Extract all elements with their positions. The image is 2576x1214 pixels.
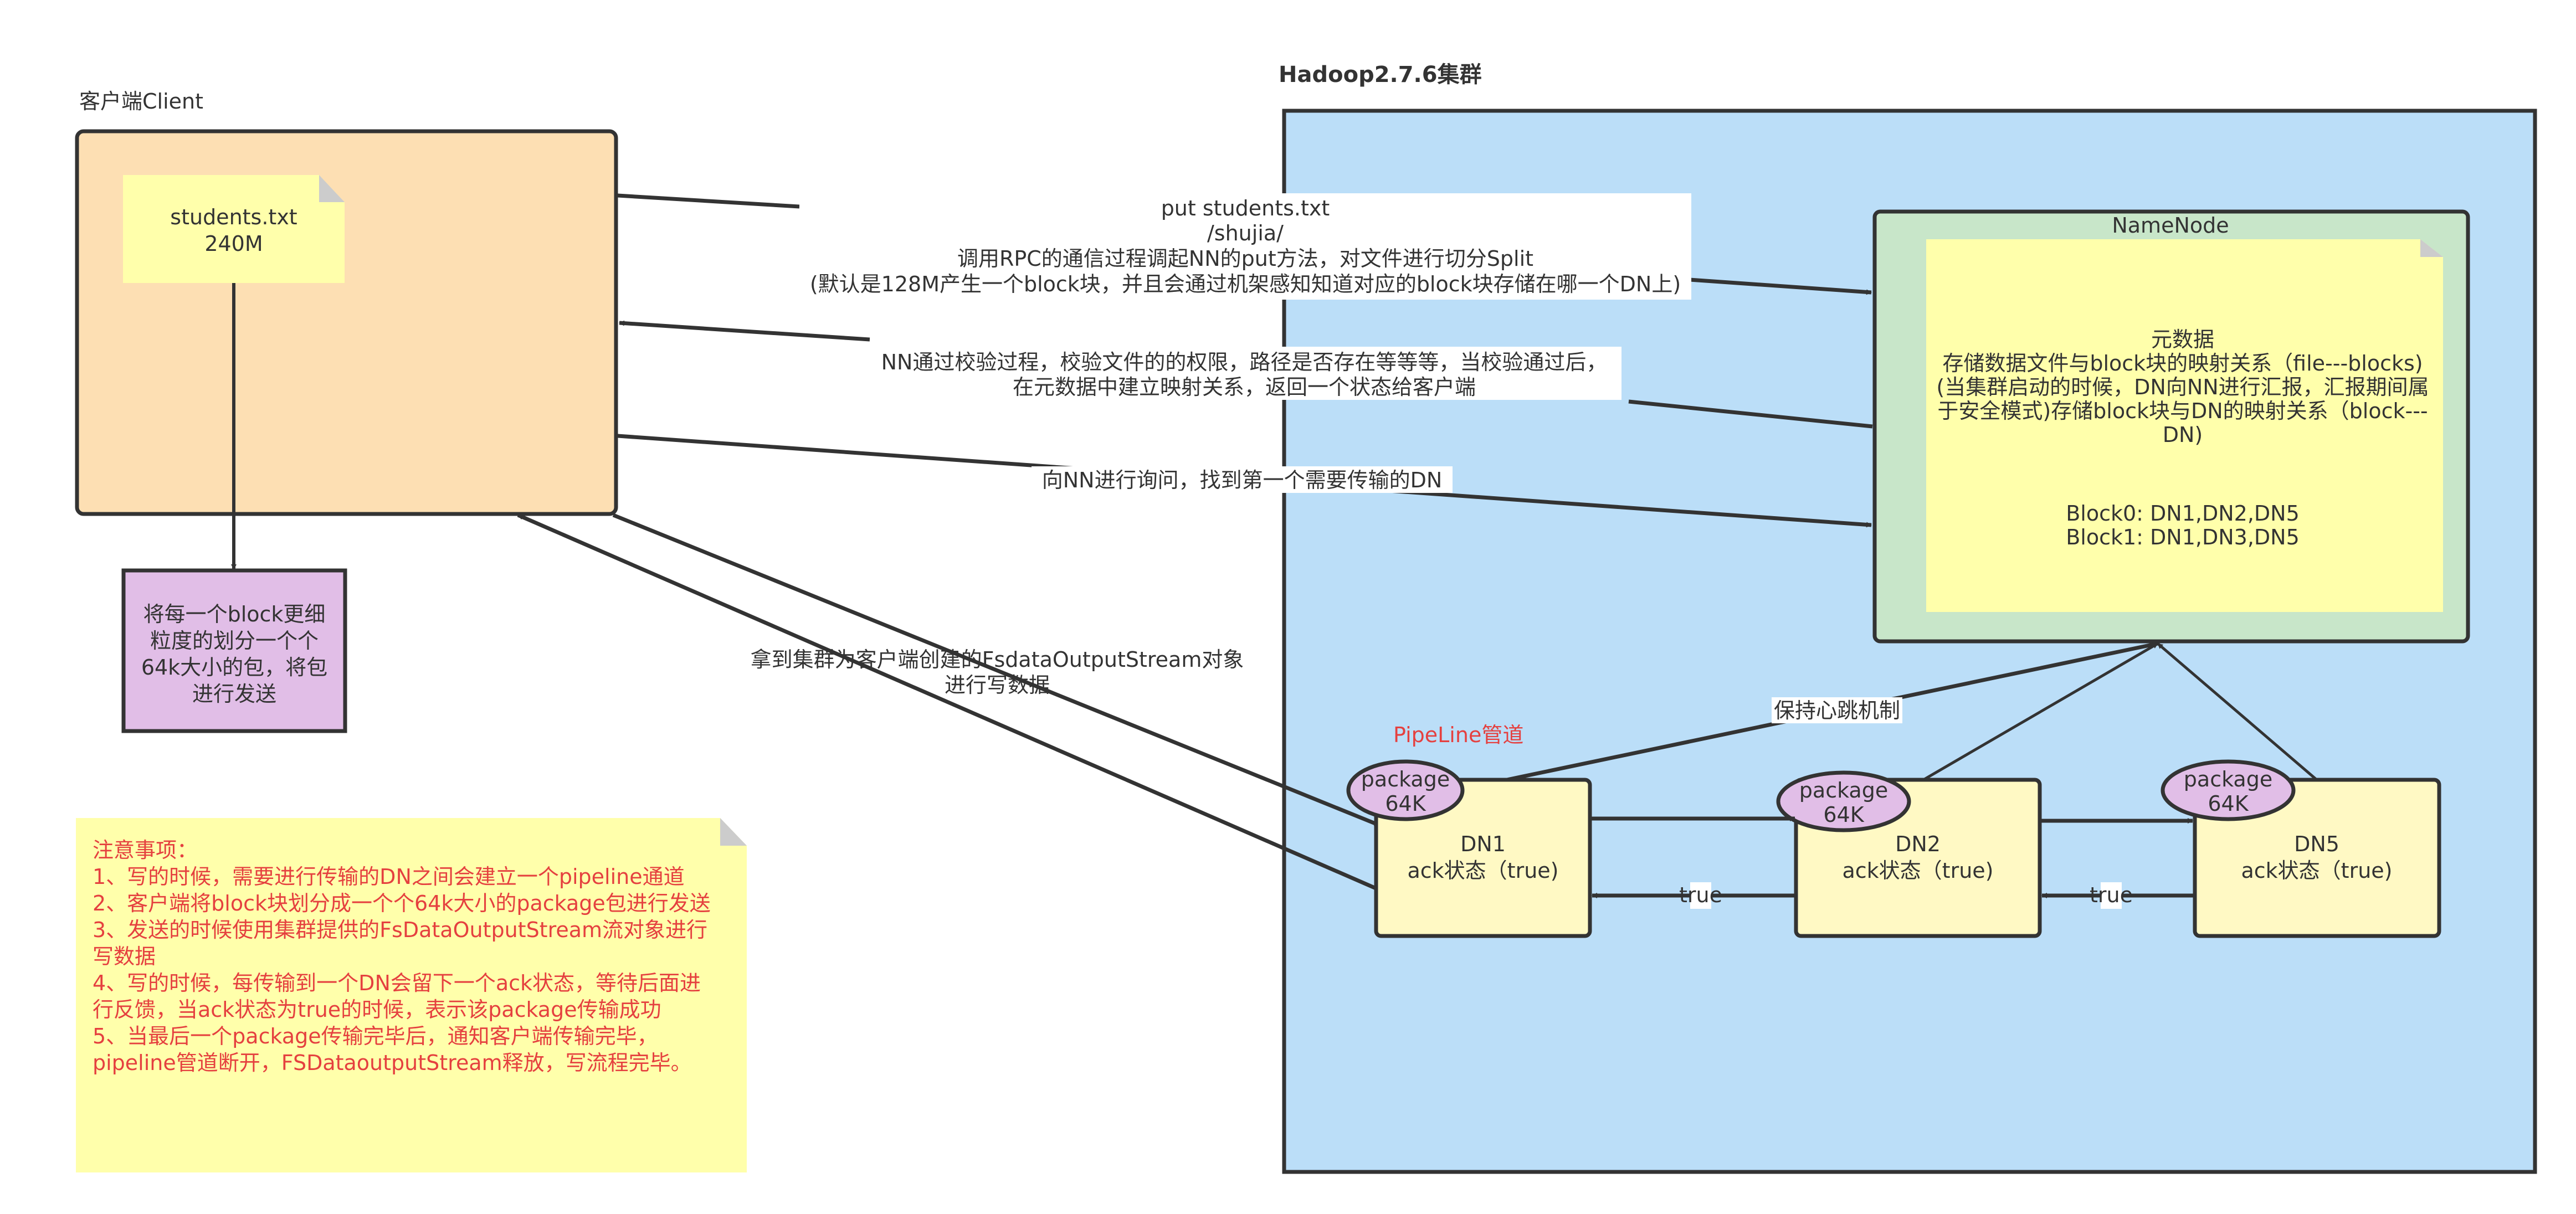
ack-label: true — [2090, 883, 2133, 907]
ask-first-dn-label-bg — [1032, 466, 1453, 493]
put-request-label: /shujia/ — [1207, 221, 1284, 245]
datanode-ack-status: ack状态（true) — [1843, 858, 1994, 883]
put-request-label: (默认是128M产生一个block块，并且会通过机架感知知道对应的block块存… — [810, 272, 1681, 296]
metadata-line: 元数据 — [2151, 327, 2214, 352]
file-note[interactable]: students.txt 240M — [123, 175, 345, 283]
package-dn5: package 64K — [2161, 759, 2296, 821]
package-split-line: 将每一个block更细 — [143, 602, 326, 626]
metadata-line: 于安全模式)存储block块与DN的映射关系（block--- — [1937, 399, 2428, 423]
validation-response-arrow-head — [619, 320, 870, 342]
package-size: 64K — [1823, 803, 1864, 827]
package-label: package — [1361, 767, 1450, 791]
notes-line: 3、发送的时候使用集群提供的FsDataOutputStream流对象进行 — [93, 918, 707, 942]
notes-line: 5、当最后一个package传输完毕后，通知客户端传输完毕， — [93, 1024, 658, 1048]
metadata-line: (当集群启动的时候，DN向NN进行汇报，汇报期间属 — [1936, 375, 2429, 399]
notes-line: 行反馈，当ack状态为true的时候，表示该package传输成功 — [93, 997, 661, 1022]
namenode-title: NameNode — [2112, 213, 2229, 238]
metadata-note-fold — [2420, 239, 2443, 257]
datanode-dn5[interactable]: DN5 ack状态（true) — [2193, 778, 2441, 938]
notes-fold — [720, 818, 747, 846]
stream-label: 拿到集群为客户端创建的FsdataOutputStream对象 — [751, 647, 1244, 672]
file-size: 240M — [204, 232, 263, 256]
metadata-line: DN) — [2163, 423, 2203, 447]
package-size: 64K — [1385, 791, 1426, 816]
package-size: 64K — [2208, 791, 2249, 816]
validation-label-bg — [867, 347, 1621, 400]
ack-label-bg — [1690, 882, 1711, 909]
heartbeat-arrow-dn5 — [2157, 642, 2318, 781]
heartbeat-label: 保持心跳机制 — [1774, 698, 1900, 723]
package-split-line: 64k大小的包，将包 — [141, 655, 327, 680]
ack-label-bg — [2101, 882, 2122, 909]
package-split-box[interactable]: 将每一个block更细 粒度的划分一个个 64k大小的包，将包 进行发送 — [121, 568, 347, 733]
metadata-line: 存储数据文件与block块的映射关系（file---blocks) — [1942, 351, 2423, 375]
validation-label: NN通过校验过程，校验文件的的权限，路径是否存在等等等，当校验通过后， — [881, 350, 1608, 374]
put-request-label: put students.txt — [1161, 196, 1330, 220]
package-dn2: package 64K — [1776, 770, 1911, 832]
metadata-note — [1926, 239, 2443, 612]
package-label: package — [2184, 767, 2272, 791]
put-request-label: 调用RPC的通信过程调起NN的put方法，对文件进行切分Split — [957, 246, 1533, 271]
put-request-arrow — [617, 193, 800, 209]
stream-label: 进行写数据 — [945, 673, 1050, 697]
put-request-label-bg — [799, 193, 1691, 300]
datanode-name: DN5 — [2294, 832, 2339, 856]
block-mapping-line: Block0: DN1,DN2,DN5 — [2066, 501, 2300, 526]
file-name: students.txt — [170, 205, 297, 229]
package-dn1: package 64K — [1346, 759, 1465, 821]
notes-box: 注意事项： 1、写的时候，需要进行传输的DN之间会建立一个pipeline通道 … — [76, 818, 747, 1172]
package-label: package — [1799, 778, 1888, 803]
notes-line: 4、写的时候，每传输到一个DN会留下一个ack状态，等待后面进 — [93, 971, 701, 995]
package-split-line: 粒度的划分一个个 — [150, 629, 319, 653]
datanode-dn1[interactable]: DN1 ack状态（true) — [1374, 778, 1592, 938]
notes-line: 注意事项： — [93, 838, 198, 862]
ack-label: true — [1679, 883, 1722, 907]
pipeline-label: PipeLine管道 — [1393, 723, 1523, 747]
client-section-label: 客户端Client — [79, 89, 203, 114]
notes-line: 写数据 — [93, 944, 156, 969]
datanode-ack-status: ack状态（true) — [2241, 858, 2393, 883]
namenode-box[interactable]: NameNode 元数据 存储数据文件与block块的映射关系（file---b… — [1872, 209, 2470, 644]
datanode-name: DN2 — [1895, 832, 1941, 856]
heartbeat-label-bg — [1772, 697, 1902, 723]
heartbeat-arrow-dn2 — [1922, 642, 2159, 781]
package-split-line: 进行发送 — [192, 682, 276, 706]
ask-first-dn-label: 向NN进行询问，找到第一个需要传输的DN — [1042, 468, 1443, 492]
notes-line: pipeline管道断开，FSDataoutputStream释放，写流程完毕。 — [93, 1051, 692, 1075]
validation-response-arrow — [1628, 399, 1873, 429]
stream-return-arrow — [517, 513, 1378, 891]
file-note-body — [123, 175, 345, 283]
cluster-title: Hadoop2.7.6集群 — [1279, 62, 1482, 88]
validation-label: 在元数据中建立映射关系，返回一个状态给客户端 — [1013, 375, 1476, 399]
block-mapping-line: Block1: DN1,DN3,DN5 — [2066, 525, 2300, 549]
datanode-ack-status: ack状态（true) — [1408, 858, 1559, 883]
put-request-arrow-tail — [1689, 277, 1872, 295]
notes-line: 2、客户端将block块划分成一个个64k大小的package包进行发送 — [93, 891, 711, 915]
notes-line: 1、写的时候，需要进行传输的DN之间会建立一个pipeline通道 — [93, 865, 685, 889]
file-note-fold — [319, 175, 345, 202]
datanode-name: DN1 — [1460, 832, 1506, 856]
write-data-arrow — [612, 513, 1381, 827]
